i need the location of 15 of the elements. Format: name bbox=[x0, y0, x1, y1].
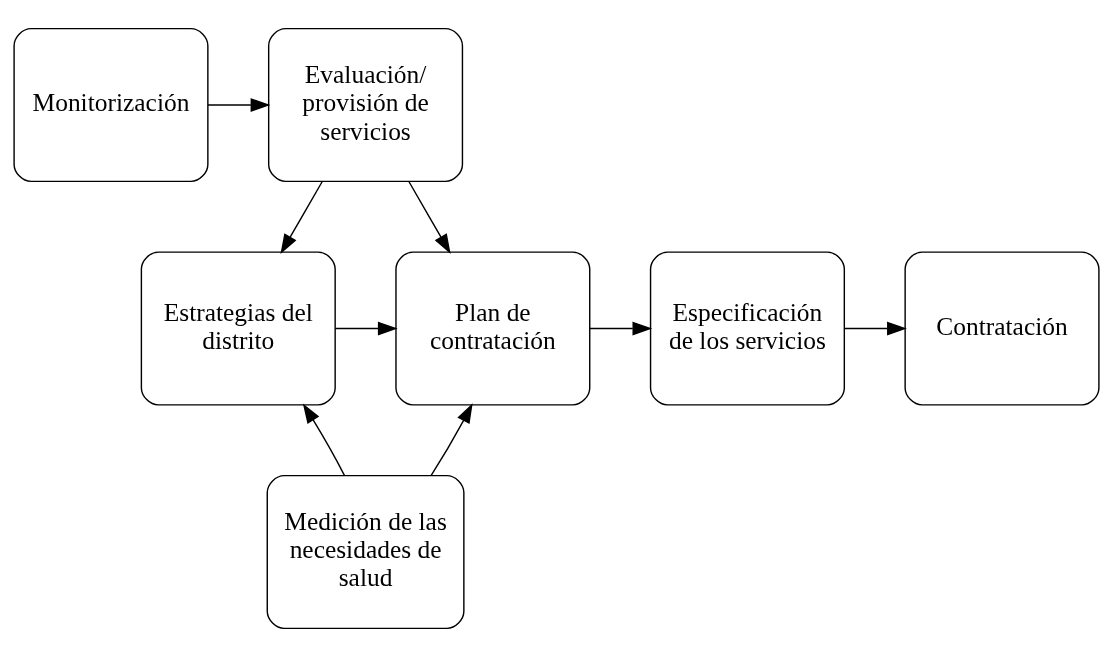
node-box: Contratación bbox=[904, 251, 1100, 406]
arrow bbox=[207, 98, 271, 112]
arrow bbox=[334, 321, 398, 336]
node-box: Estrategias del distrito bbox=[140, 251, 336, 406]
arrow bbox=[280, 181, 323, 254]
node-box: Evaluación/ provisión de servicios bbox=[267, 27, 464, 183]
node-box: Monitorización bbox=[13, 27, 209, 183]
arrow bbox=[430, 403, 473, 477]
arrow bbox=[408, 181, 451, 254]
arrow bbox=[302, 403, 346, 477]
arrow bbox=[843, 321, 907, 336]
arrow bbox=[589, 321, 653, 336]
node-box: Medición de las necesidades de salud bbox=[266, 474, 465, 630]
node-box: Plan de contratación bbox=[395, 251, 591, 406]
node-box: Especificación de los servicios bbox=[649, 251, 846, 406]
